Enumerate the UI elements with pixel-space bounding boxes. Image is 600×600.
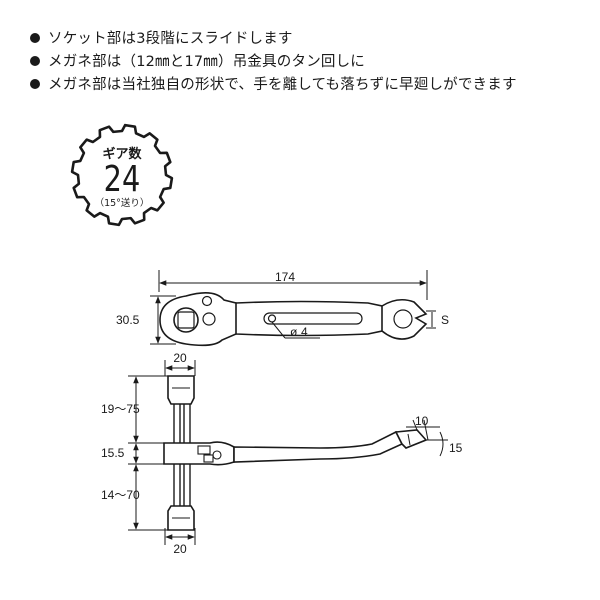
wrench-handle-side <box>233 430 404 463</box>
height-label: 30.5 <box>116 313 140 327</box>
lower-range-label: 14～70 <box>101 488 140 502</box>
top-view-labels: 174 30.5 S ø 4 <box>116 270 449 339</box>
bullet-dot-icon <box>30 78 40 89</box>
tip-thickness-label: 10 <box>415 414 429 428</box>
feature-text: メガネ部は（12㎜と17㎜）吊金具のタン回しに <box>48 54 365 70</box>
feature-item: メガネ部は当社独自の形状で、手を離しても落ちずに早廻しができます <box>30 72 595 95</box>
feature-text: ソケット部は3段階にスライドします <box>48 31 293 47</box>
gear-badge-title: ギア数 <box>102 146 142 162</box>
angle-label: 15 <box>449 441 463 455</box>
side-view-labels: 20 20 19～75 15.5 14～70 10 15 <box>101 351 463 556</box>
upper-range-label: 19～75 <box>101 402 140 416</box>
bottom-width-label: 20 <box>173 542 187 556</box>
gear-badge-subtitle: （15°送り） <box>95 197 150 209</box>
feature-text: メガネ部は当社独自の形状で、手を離しても落ちずに早廻しができます <box>48 77 517 93</box>
top-view <box>150 270 436 347</box>
bullet-dot-icon <box>30 32 40 43</box>
s-label: S <box>441 313 449 327</box>
middle-label: 15.5 <box>101 446 125 460</box>
wrench-handle-top <box>213 300 383 337</box>
upper-socket <box>167 375 195 405</box>
side-view <box>128 360 448 545</box>
bullet-dot-icon <box>30 55 40 66</box>
socket-hole <box>173 307 199 333</box>
feature-list: ソケット部は3段階にスライドします メガネ部は（12㎜と17㎜）吊金具のタン回し… <box>30 26 595 95</box>
gear-badge-number: 24 <box>104 158 141 200</box>
gear-count-badge: ギア数 24 （15°送り） <box>70 123 174 227</box>
length-label: 174 <box>275 270 295 284</box>
diameter-icon: ø <box>290 325 298 339</box>
feature-item: ソケット部は3段階にスライドします <box>30 26 595 49</box>
box-end-top <box>381 298 428 340</box>
box-end-side <box>394 429 428 449</box>
handle-slot <box>263 312 363 325</box>
gear-badge-icon <box>70 123 174 227</box>
hole-label: 4 <box>301 325 308 339</box>
feature-item: メガネ部は（12㎜と17㎜）吊金具のタン回しに <box>30 49 595 72</box>
top-width-label: 20 <box>173 351 187 365</box>
